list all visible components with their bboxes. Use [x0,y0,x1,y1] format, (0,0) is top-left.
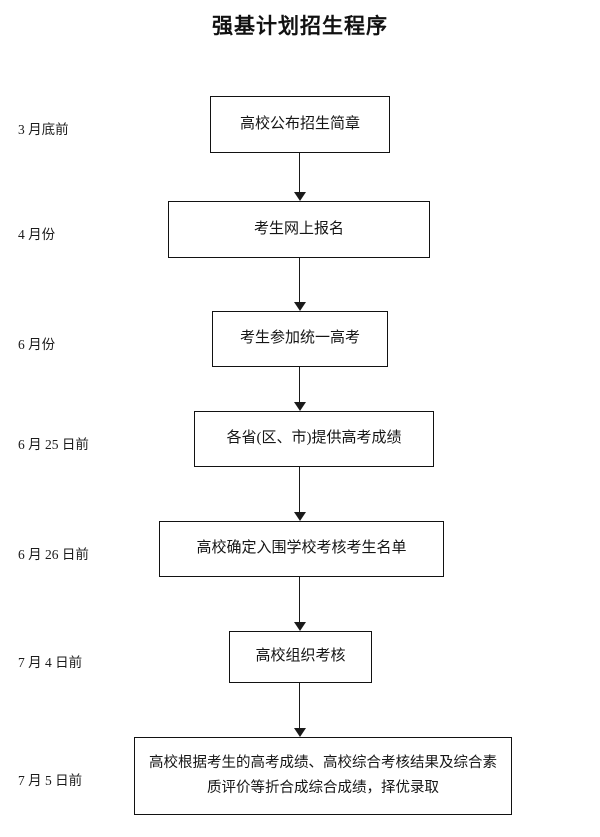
arrow-down-icon-3 [293,367,307,411]
process-node-2: 考生网上报名 [168,201,430,258]
arrow-head [294,302,306,311]
arrow-shaft [299,577,301,622]
process-node-4: 各省(区、市)提供高考成绩 [194,411,434,467]
arrow-head [294,512,306,521]
process-node-7: 高校根据考生的高考成绩、高校综合考核结果及综合素质评价等折合成综合成绩，择优录取 [134,737,512,815]
stage-label-3: 6 月份 [18,337,56,352]
stage-label-2: 4 月份 [18,227,56,242]
arrow-down-icon-4 [293,467,307,521]
arrow-shaft [299,683,301,728]
stage-label-5: 6 月 26 日前 [18,547,89,562]
arrow-shaft [299,153,301,192]
arrow-shaft [299,367,301,402]
stage-label-7: 7 月 5 日前 [18,773,83,788]
arrow-head [294,192,306,201]
stage-label-1: 3 月底前 [18,122,69,137]
page-title: 强基计划招生程序 [212,14,388,38]
arrow-down-icon-2 [293,258,307,311]
process-node-6: 高校组织考核 [229,631,372,683]
arrow-head [294,622,306,631]
arrow-down-icon-5 [293,577,307,631]
process-node-5: 高校确定入围学校考核考生名单 [159,521,444,577]
arrow-shaft [299,258,301,302]
arrow-head [294,728,306,737]
arrow-down-icon-6 [293,683,307,737]
stage-label-6: 7 月 4 日前 [18,655,83,670]
arrow-head [294,402,306,411]
arrow-shaft [299,467,301,512]
process-node-1: 高校公布招生简章 [210,96,390,153]
stage-label-4: 6 月 25 日前 [18,437,89,452]
process-node-3: 考生参加统一高考 [212,311,388,367]
arrow-down-icon-1 [293,153,307,201]
